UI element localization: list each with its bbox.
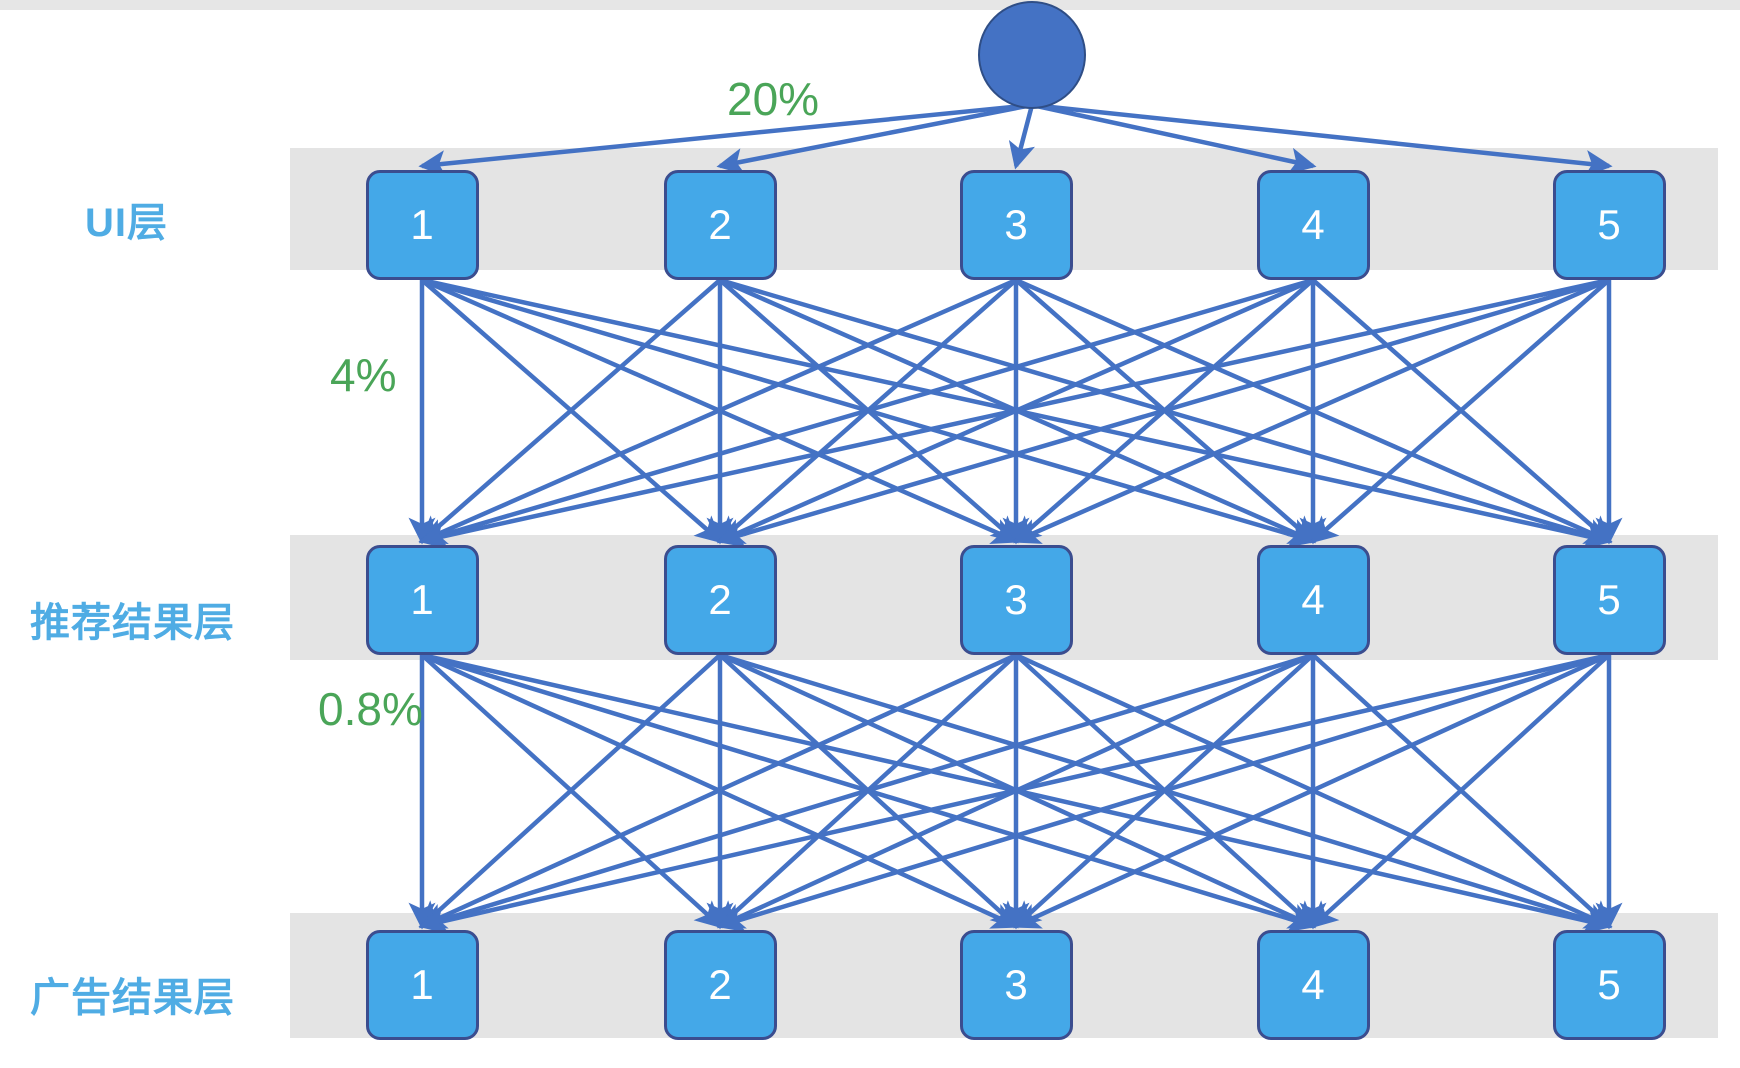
pct-ui-rec: 4% (330, 349, 397, 401)
edge-rec-1-to-ad-2 (420, 653, 723, 929)
node-ad-5[interactable]: 5 (1552, 930, 1666, 1040)
edge-rec-3-to-ad-4 (1014, 653, 1316, 929)
node-ui-3[interactable]: 3 (959, 170, 1073, 280)
edge-ui-2-to-rec-3 (718, 278, 1019, 544)
edge-rec-4-to-ad-2 (716, 652, 1314, 929)
edge-rec-5-to-ad-1 (418, 652, 1610, 934)
node-rec-4[interactable]: 4 (1256, 545, 1370, 655)
edge-rec-3-to-ad-2 (717, 653, 1018, 929)
edge-ui-4-to-rec-2 (716, 277, 1314, 544)
edge-ui-2-to-rec-1 (419, 278, 722, 544)
edge-ui-1-to-rec-3 (421, 277, 1020, 544)
node-rec-2[interactable]: 2 (663, 545, 777, 655)
edge-ui-4-to-rec-5 (1311, 278, 1612, 544)
node-ad-4[interactable]: 4 (1256, 930, 1370, 1040)
edge-ui-5-to-rec-3 (1012, 277, 1610, 544)
edge-ui-5-to-rec-4 (1310, 278, 1611, 544)
edge-rec-4-to-ad-5 (1311, 653, 1612, 929)
edge-ui-3-to-rec-4 (1014, 278, 1316, 544)
edge-ui-2-to-rec-4 (719, 277, 1317, 544)
edge-rec-1-to-ad-4 (421, 652, 1317, 933)
edge-ui-1-to-rec-5 (421, 277, 1613, 550)
edge-ui-5-to-rec-2 (716, 277, 1610, 548)
edge-rec-4-to-ad-3 (1013, 653, 1315, 929)
node-ad-1[interactable]: 1 (365, 930, 479, 1040)
node-ui-5[interactable]: 5 (1552, 170, 1666, 280)
pct-root-ui: 20% (727, 73, 820, 125)
node-ui-1[interactable]: 1 (365, 170, 479, 280)
root-node[interactable] (978, 1, 1086, 109)
edge-ui-1-to-rec-2 (420, 278, 723, 544)
edge-ui-3-to-rec-1 (418, 277, 1017, 544)
layer-label-ui: UI层 (85, 201, 168, 245)
edge-rec-3-to-ad-5 (1015, 652, 1613, 929)
node-rec-1[interactable]: 1 (365, 545, 479, 655)
edge-ui-2-to-rec-5 (719, 277, 1613, 548)
edge-rec-2-to-ad-5 (719, 652, 1613, 933)
edge-rec-1-to-ad-5 (421, 652, 1613, 934)
node-ui-4[interactable]: 4 (1256, 170, 1370, 280)
node-rec-5[interactable]: 5 (1552, 545, 1666, 655)
edge-rec-4-to-ad-1 (418, 652, 1314, 933)
pct-rec-ad: 0.8% (318, 683, 423, 735)
edge-rec-2-to-ad-4 (719, 652, 1317, 929)
layer-label-recommend: 推荐结果层 (30, 601, 235, 645)
top-gray-strip (0, 0, 1740, 10)
edge-ui-5-to-rec-1 (418, 277, 1610, 550)
edge-ui-3-to-rec-2 (717, 278, 1018, 544)
edge-rec-5-to-ad-3 (1012, 652, 1610, 929)
node-ad-3[interactable]: 3 (959, 930, 1073, 1040)
node-ui-2[interactable]: 2 (663, 170, 777, 280)
edge-ui-4-to-rec-1 (418, 277, 1314, 548)
edge-ui-3-to-rec-5 (1015, 277, 1613, 544)
edge-ui-4-to-rec-3 (1013, 278, 1315, 544)
edge-rec-2-to-ad-3 (718, 653, 1019, 929)
edge-ui-1-to-rec-4 (421, 277, 1317, 548)
edge-rec-5-to-ad-4 (1310, 653, 1611, 929)
edge-rec-2-to-ad-1 (419, 653, 722, 929)
edge-rec-1-to-ad-3 (421, 652, 1020, 929)
node-rec-3[interactable]: 3 (959, 545, 1073, 655)
node-ad-2[interactable]: 2 (663, 930, 777, 1040)
edge-rec-3-to-ad-1 (418, 652, 1017, 929)
edge-rec-5-to-ad-2 (716, 652, 1610, 933)
layer-label-ads: 广告结果层 (30, 976, 235, 1020)
